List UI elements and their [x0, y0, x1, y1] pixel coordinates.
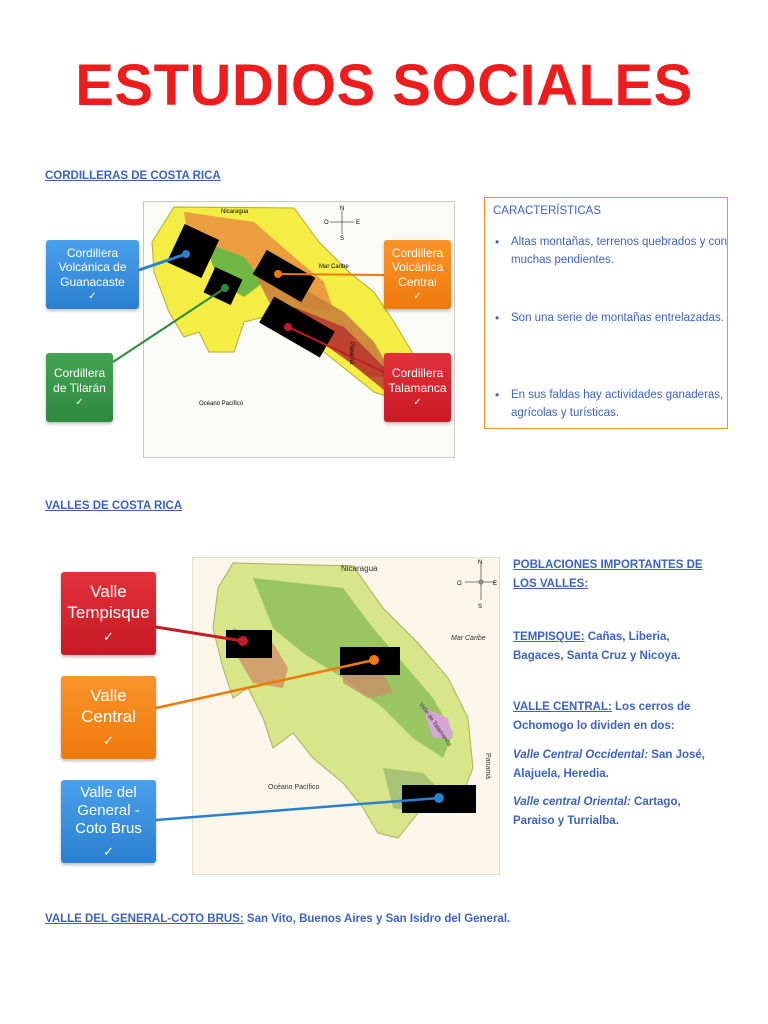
cordilleras-map-drawing: N E O S Nicaragua Mar Caribe Océano Pací… — [151, 206, 420, 407]
occidental-entry: Valle Central Occidental: San José, Alaj… — [513, 746, 713, 784]
compass-n: N — [478, 560, 482, 566]
map-label-panama: Panamá — [348, 342, 354, 365]
check-icon: ✓ — [103, 629, 114, 645]
footer-label: VALLE DEL GENERAL-COTO BRUS: — [45, 913, 244, 925]
compass-s: S — [340, 236, 344, 242]
label-cordillera-talamanca-text: Cordillera Talamanca — [388, 366, 447, 395]
map-label-oceano: Océano Pacífico — [199, 401, 244, 407]
label-cordillera-tilaran-text: Cordillera de Tilarán — [53, 366, 106, 395]
map-label-oceano: Océano Pacífico — [268, 784, 319, 791]
tempisque-text: Cañas, Liberia, Bagaces, Santa Cruz y Ni… — [513, 631, 681, 662]
map-label-nicaragua: Nicaragua — [221, 209, 249, 215]
page-title: ESTUDIOS SOCIALES — [75, 53, 693, 118]
central-entry: VALLE CENTRAL: Los cerros de Ochomogo lo… — [513, 698, 713, 736]
caracteristicas-box: CARACTERÍSTICAS Altas montañas, terrenos… — [484, 197, 728, 429]
check-icon: ✓ — [413, 396, 422, 408]
compass-n: N — [340, 206, 344, 212]
check-icon: ✓ — [413, 291, 422, 303]
check-icon: ✓ — [103, 733, 114, 749]
label-valle-central-text: Valle Central — [81, 686, 136, 726]
oriental-label: Valle central Oriental: — [513, 796, 631, 808]
list-item: Son una serie de montañas entrelazadas. — [493, 309, 739, 327]
poblaciones-panel: POBLACIONES IMPORTANTES DE LOS VALLES: T… — [513, 556, 713, 831]
label-valle-general-text: Valle del General - Coto Brus — [75, 783, 142, 837]
compass-e: E — [356, 220, 360, 226]
label-cordillera-tilaran[interactable]: Cordillera de Tilarán ✓ — [46, 353, 113, 422]
central-text: Los cerros de Ochomogo lo dividen en dos… — [513, 701, 691, 732]
compass-o: O — [457, 581, 462, 587]
oriental-text: Cartago, Paraiso y Turrialba. — [513, 796, 681, 827]
central-label: VALLE CENTRAL: — [513, 701, 612, 713]
footer-general-coto-brus: VALLE DEL GENERAL-COTO BRUS: San Vito, B… — [45, 913, 510, 925]
poblaciones-heading: POBLACIONES IMPORTANTES DE LOS VALLES: — [513, 559, 703, 590]
map-label-mar-caribe: Mar Caribe — [451, 635, 486, 642]
section-heading-cordilleras[interactable]: CORDILLERAS DE COSTA RICA — [45, 170, 221, 182]
list-item: En sus faldas hay actividades ganaderas,… — [493, 386, 739, 422]
tempisque-entry: TEMPISQUE: Cañas, Liberia, Bagaces, Sant… — [513, 628, 713, 666]
compass-o: O — [324, 220, 329, 226]
footer-text: San Vito, Buenos Aires y San Isidro del … — [246, 913, 511, 925]
occidental-label: Valle Central Occidental: — [513, 749, 649, 761]
list-item: Altas montañas, terrenos quebrados y con… — [493, 233, 739, 269]
check-icon: ✓ — [103, 843, 114, 859]
compass-s: S — [478, 604, 482, 610]
cordilleras-map: N E O S Nicaragua Mar Caribe Océano Pací… — [143, 201, 455, 458]
label-cordillera-central[interactable]: Cordillera Volcánica Central ✓ — [384, 240, 451, 309]
check-icon: ✓ — [75, 396, 84, 408]
check-icon: ✓ — [88, 291, 97, 303]
label-cordillera-guanacaste[interactable]: Cordillera Volcánica de Guanacaste ✓ — [46, 240, 139, 309]
label-cordillera-central-text: Cordillera Volcánica Central — [391, 245, 444, 289]
label-valle-central[interactable]: Valle Central ✓ — [61, 676, 156, 759]
label-valle-tempisque-text: Valle Tempisque — [67, 582, 150, 622]
oriental-entry: Valle central Oriental: Cartago, Paraiso… — [513, 793, 713, 831]
label-valle-general[interactable]: Valle del General - Coto Brus ✓ — [61, 780, 156, 863]
map-label-nicaragua: Nicaragua — [341, 564, 378, 573]
map-label-mar-caribe: Mar Caribe — [319, 264, 349, 270]
tempisque-label: TEMPISQUE: — [513, 631, 585, 643]
map-label-panama: Panamá — [484, 753, 491, 779]
label-cordillera-guanacaste-text: Cordillera Volcánica de Guanacaste — [58, 245, 127, 289]
occidental-text: San José, Alajuela, Heredia. — [513, 749, 705, 780]
compass-e: E — [493, 581, 497, 587]
caracteristicas-heading: CARACTERÍSTICAS — [493, 205, 601, 217]
label-valle-tempisque[interactable]: Valle Tempisque ✓ — [61, 572, 156, 655]
section-heading-valles[interactable]: VALLES DE COSTA RICA — [45, 500, 183, 512]
label-cordillera-talamanca[interactable]: Cordillera Talamanca ✓ — [384, 353, 451, 422]
